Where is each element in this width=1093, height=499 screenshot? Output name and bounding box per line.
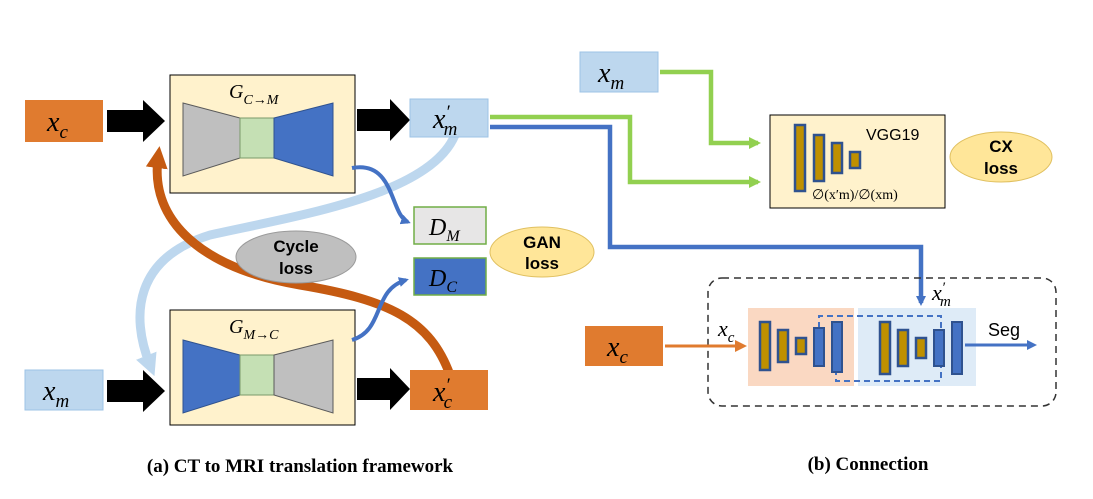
input-arrow-1: [107, 100, 165, 142]
vgg19-label: VGG19: [866, 127, 919, 144]
decoder-shape-gray: [273, 339, 334, 414]
generator-ct-to-mri-label: GC→M: [229, 81, 280, 108]
seg-feature-label: x′m: [931, 280, 951, 310]
seg-dec-layer-5: [951, 321, 963, 375]
xc-input-label: xc: [46, 107, 68, 143]
seg-output-label: Seg: [988, 320, 1020, 340]
seg-dec-layer-1: [878, 320, 892, 376]
xc-prime-label: x′c: [432, 375, 453, 413]
gan-loss-line-1: GAN: [523, 233, 561, 252]
seg-network-container: [707, 277, 1057, 407]
cx-loss-line-1: CX: [989, 137, 1013, 156]
discriminator-dc-label: DC: [428, 266, 457, 296]
xc-input-box: [25, 100, 103, 142]
discriminator-dm: [413, 206, 487, 245]
seg-dec-layer-2: [896, 328, 910, 368]
cx-loss-ellipse: [949, 131, 1053, 183]
bottleneck-green: [239, 117, 275, 159]
cycle-arrow-light-blue: [135, 133, 460, 377]
xc-prime-box: [410, 370, 488, 410]
generator-mri-to-ct-label: GM→C: [229, 316, 279, 343]
input-arrow-2: [107, 370, 165, 412]
caption-right: (b) Connection: [808, 454, 929, 475]
xm-top-box: [579, 51, 659, 93]
vgg-layer-1: [793, 123, 807, 193]
seg-enc-layer-1: [758, 320, 772, 372]
vgg-layer-3: [830, 141, 844, 175]
vgg-formula: ∅(x′m)/∅(xm): [812, 188, 898, 203]
seg-dec-layer-3: [914, 336, 928, 360]
seg-dec-layer-4: [933, 329, 945, 367]
seg-enc-layer-5: [831, 321, 843, 373]
bottleneck-green-2: [239, 354, 275, 396]
blue-arrow-xm-prime-to-seg: [490, 124, 926, 306]
cycle-loss-line-2: loss: [279, 259, 313, 278]
cycle-arrow-rust: [145, 146, 455, 377]
seg-enc-layer-3: [794, 336, 808, 356]
gan-loss-ellipse: [489, 226, 595, 278]
xm-prime-label: x′m: [432, 102, 457, 140]
vgg-layer-4: [848, 150, 862, 170]
xm-prime-box: [409, 98, 489, 138]
cycle-loss-ellipse: [235, 230, 357, 284]
discriminator-dm-label: DM: [428, 215, 461, 245]
output-arrow-1: [357, 99, 410, 141]
arrow-to-dc: [351, 277, 409, 342]
decoder-shape-blue: [273, 102, 334, 177]
seg-input-label: xc: [717, 316, 735, 346]
xm-top-label: xm: [597, 58, 624, 94]
xm-input-box: [24, 369, 104, 411]
green-arrow-xm: [660, 69, 761, 149]
seg-enc-layer-4: [813, 327, 825, 367]
output-arrow-2: [357, 368, 410, 410]
xm-input-label: xm: [42, 376, 69, 412]
seg-xc-box-label: xc: [606, 332, 628, 368]
caption-left: (a) CT to MRI translation framework: [147, 456, 454, 477]
cycle-loss-line-1: Cycle: [273, 237, 318, 256]
green-arrow-xm-prime: [490, 114, 761, 188]
gan-loss-line-2: loss: [525, 254, 559, 273]
vgg-layer-2: [812, 133, 826, 183]
seg-xc-box: [585, 326, 663, 366]
seg-enc-layer-2: [776, 328, 790, 364]
discriminator-dc: [413, 257, 487, 296]
cx-loss-line-2: loss: [984, 159, 1018, 178]
seg-skip-connection: [818, 315, 942, 382]
arrow-to-dm: [351, 165, 411, 225]
